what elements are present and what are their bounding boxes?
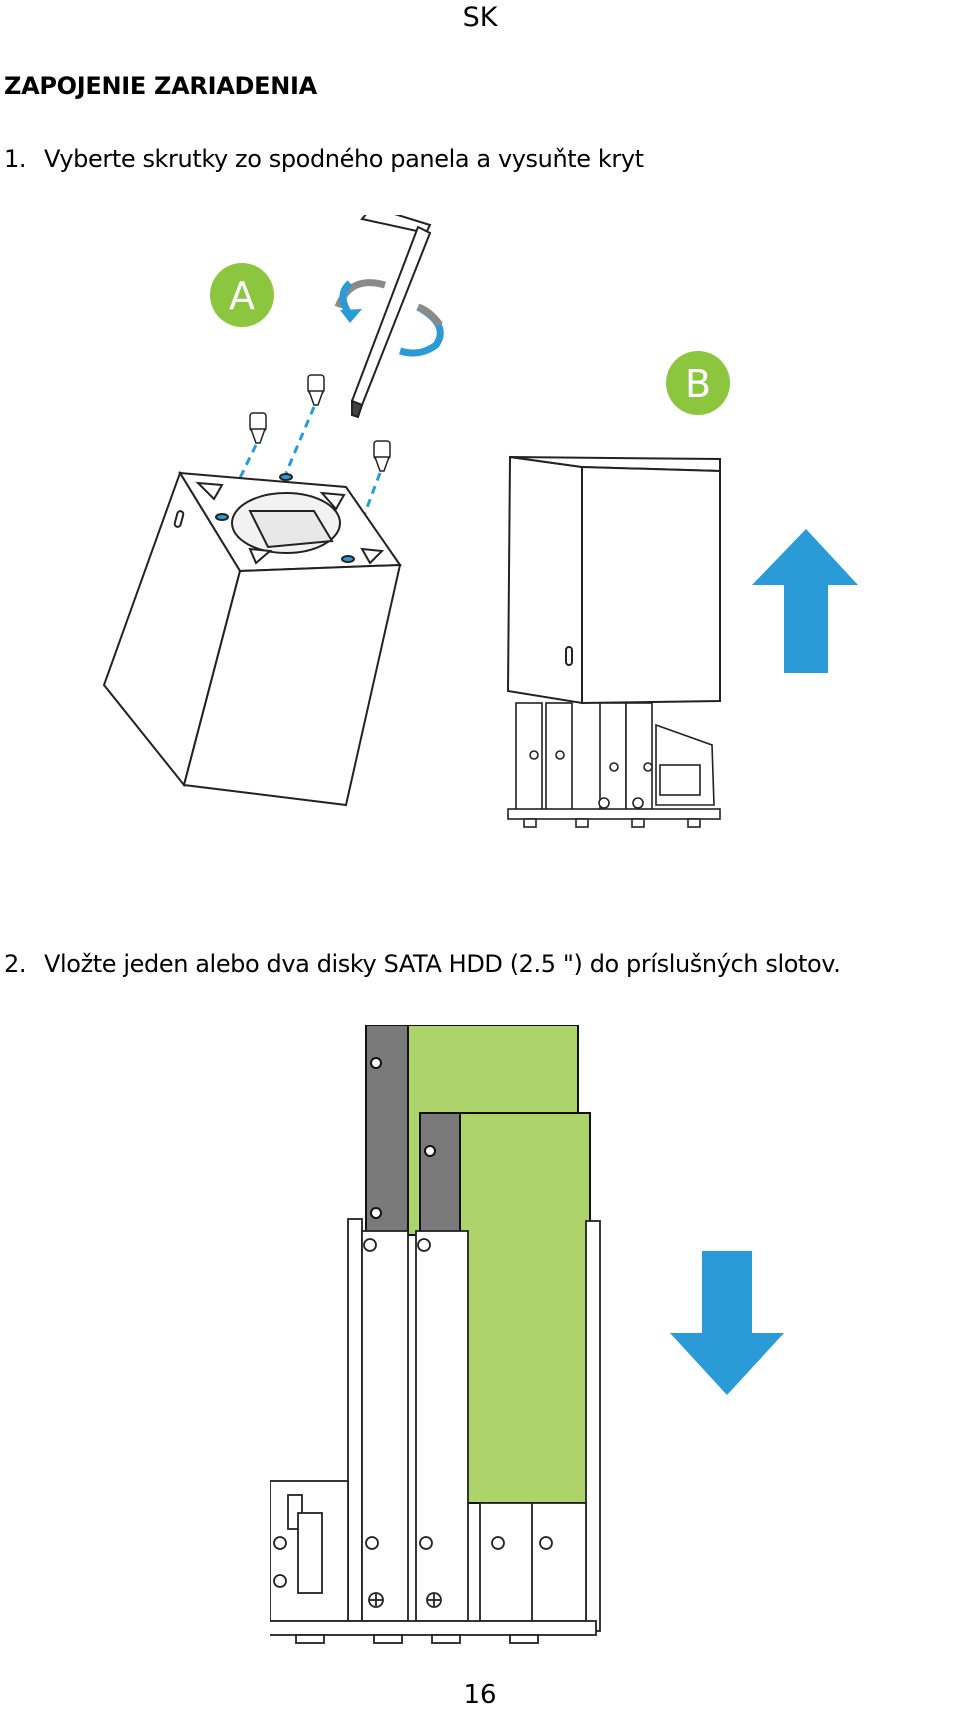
- step-1-text: Vyberte skrutky zo spodného panela a vys…: [44, 145, 644, 173]
- remove-cover-illustration: A B: [102, 215, 858, 828]
- screw-icon: [249, 374, 391, 472]
- device-chassis: [507, 702, 721, 828]
- down-arrow-icon: [670, 1251, 784, 1395]
- language-code: SK: [462, 2, 498, 33]
- step-2-number: 2.: [4, 950, 27, 978]
- section-title: ZAPOJENIE ZARIADENIA: [4, 72, 317, 100]
- device-bottom-view: [102, 470, 402, 807]
- badge-b: B: [666, 351, 730, 415]
- page-number: 16: [463, 1680, 497, 1710]
- step-2: 2. Vložte jeden alebo dva disky SATA HDD …: [4, 950, 841, 978]
- badge-a: A: [210, 263, 274, 327]
- hdd-front: [419, 1112, 591, 1504]
- device-cover-lifted: [506, 455, 721, 705]
- rotate-arrow-icon: [334, 279, 444, 357]
- allen-key-icon: [350, 215, 432, 419]
- badge-b-label: B: [685, 362, 711, 406]
- badge-a-label: A: [229, 274, 255, 318]
- hdd-bay-chassis: [270, 1218, 601, 1644]
- step-2-text: Vložte jeden alebo dva disky SATA HDD (2…: [44, 950, 841, 978]
- up-arrow-icon: [752, 529, 858, 673]
- insert-hdd-illustration: [270, 1025, 784, 1644]
- step-1-number: 1.: [4, 145, 27, 173]
- step-1: 1. Vyberte skrutky zo spodného panela a v…: [4, 145, 644, 173]
